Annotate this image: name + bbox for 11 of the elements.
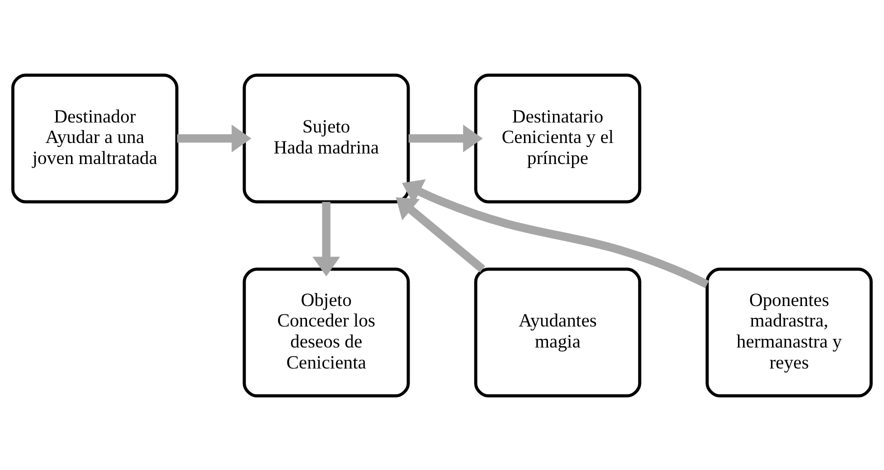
arrow (396, 196, 486, 272)
node-box: Destinador Ayudar a una joven maltratada (11, 73, 178, 203)
arrow (177, 124, 252, 152)
arrow (408, 124, 483, 152)
node-box: Sujeto Hada madrina (242, 73, 410, 203)
arrow (312, 201, 340, 276)
arrow (402, 178, 709, 288)
node-box: Ayudantes magia (474, 267, 642, 397)
node-box: Destinatario Cenicienta y el príncipe (474, 73, 642, 203)
node-box: Oponentes madrastra, hermanastra y reyes (706, 267, 873, 397)
node-box: Objeto Conceder los deseos de Cenicienta (242, 267, 410, 397)
